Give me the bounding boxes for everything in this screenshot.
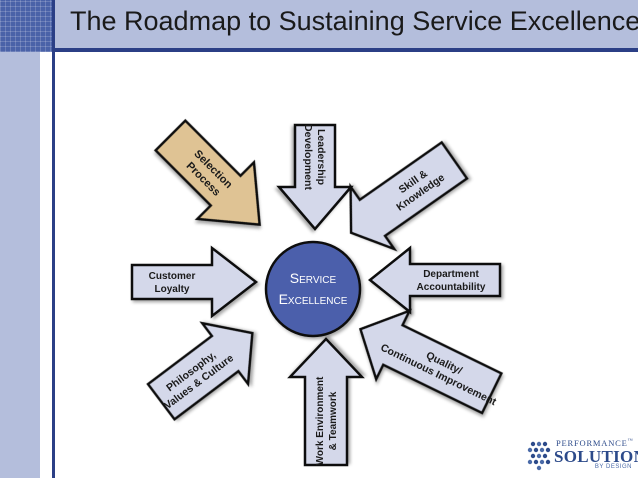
- slide-title: The Roadmap to Sustaining Service Excell…: [70, 6, 638, 36]
- arrow-label-customer-2: Loyalty: [154, 284, 189, 295]
- arrow-label-customer-1: Customer: [149, 271, 196, 282]
- arrow-selection-process: Selection Process: [153, 118, 261, 226]
- center-service-excellence: Service Excellence: [264, 240, 362, 338]
- logo-main-text: SOLUTIONS: [554, 447, 638, 466]
- arrow-department-accountability: [367, 245, 502, 315]
- company-logo: PERFORMANCE™ SOLUTIONS BY DESIGN: [524, 436, 638, 474]
- logo-top-text: PERFORMANCE™: [556, 438, 634, 448]
- arrow-work-environment-teamwork: Work Environment & Teamwork: [287, 337, 365, 467]
- corner-block: [0, 0, 52, 52]
- arrow-quality-continuous-improvement: Quality/ Continuous Improvement: [358, 308, 504, 415]
- arrow-label-leadership-1: Leadership: [315, 129, 327, 185]
- logo-emblem-icon: [527, 441, 551, 471]
- logo-sub-text: BY DESIGN: [594, 464, 632, 470]
- arrow-customer-loyalty: [130, 245, 259, 319]
- arrow-label-department-1: Department: [423, 269, 479, 280]
- left-side-band: [0, 52, 40, 478]
- arrow-label-work-1: Work Environment: [315, 376, 326, 465]
- arrow-label-department-2: Accountability: [417, 282, 486, 293]
- vertical-rule: [52, 0, 55, 478]
- arrow-leadership-development: Leadership Development: [276, 123, 354, 231]
- arrow-label-leadership-2: Development: [302, 124, 314, 190]
- center-label-1: Service: [290, 270, 337, 286]
- arrow-label-work-2: & Teamwork: [328, 391, 339, 450]
- center-label-2: Excellence: [279, 291, 348, 307]
- title-underline: [0, 48, 638, 52]
- arrow-skill-knowledge: Skill & Knowledge: [349, 140, 469, 252]
- arrow-philosophy-values-culture: Philosophy, Values & Culture: [146, 321, 254, 422]
- title-band: [0, 0, 638, 48]
